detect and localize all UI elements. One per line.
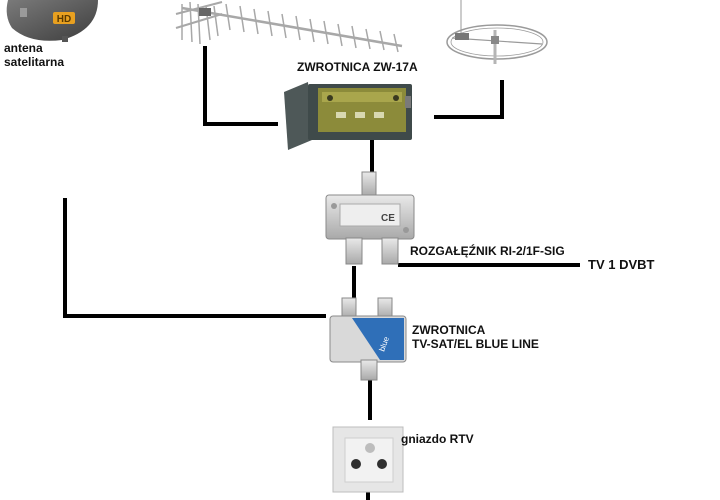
dish-hd-badge — [53, 12, 75, 24]
dish-hd-text: HD — [57, 14, 71, 25]
satellite-antenna-label: antena satelitarna — [4, 41, 64, 69]
diplexer-label: ZWROTNICA TV-SAT/EL BLUE LINE — [412, 323, 539, 351]
diplexer-label-line2: TV-SAT/EL BLUE LINE — [412, 337, 539, 351]
satellite-dish: HD — [6, 0, 99, 42]
tv-output-label: TV 1 DVBT — [588, 257, 655, 272]
cables — [63, 46, 580, 500]
combiner-label: ZWROTNICA ZW-17A — [297, 60, 418, 74]
satellite-antenna-label-line2: satelitarna — [4, 55, 65, 69]
splitter-label: ROZGAŁĘŹNIK RI-2/1F-SIG — [410, 244, 565, 258]
yagi-antenna — [175, 1, 403, 53]
cable-omni-to-combiner — [434, 80, 504, 119]
socket-label: gniazdo RTV — [401, 432, 474, 446]
splitter-ce-mark: CE — [381, 213, 395, 224]
diplexer-label-line1: ZWROTNICA — [412, 323, 486, 337]
omni-antenna — [446, 0, 548, 64]
cable-yagi-to-combiner — [203, 46, 278, 126]
diplexer-blue-line: blue — [329, 297, 407, 381]
combiner-zw17a — [284, 82, 412, 150]
splitter-ri21f: CE — [325, 171, 415, 265]
cable-satellite-to-diplexer — [63, 198, 326, 318]
satellite-antenna-label-line1: antena — [4, 41, 43, 55]
rtv-socket — [332, 426, 404, 493]
